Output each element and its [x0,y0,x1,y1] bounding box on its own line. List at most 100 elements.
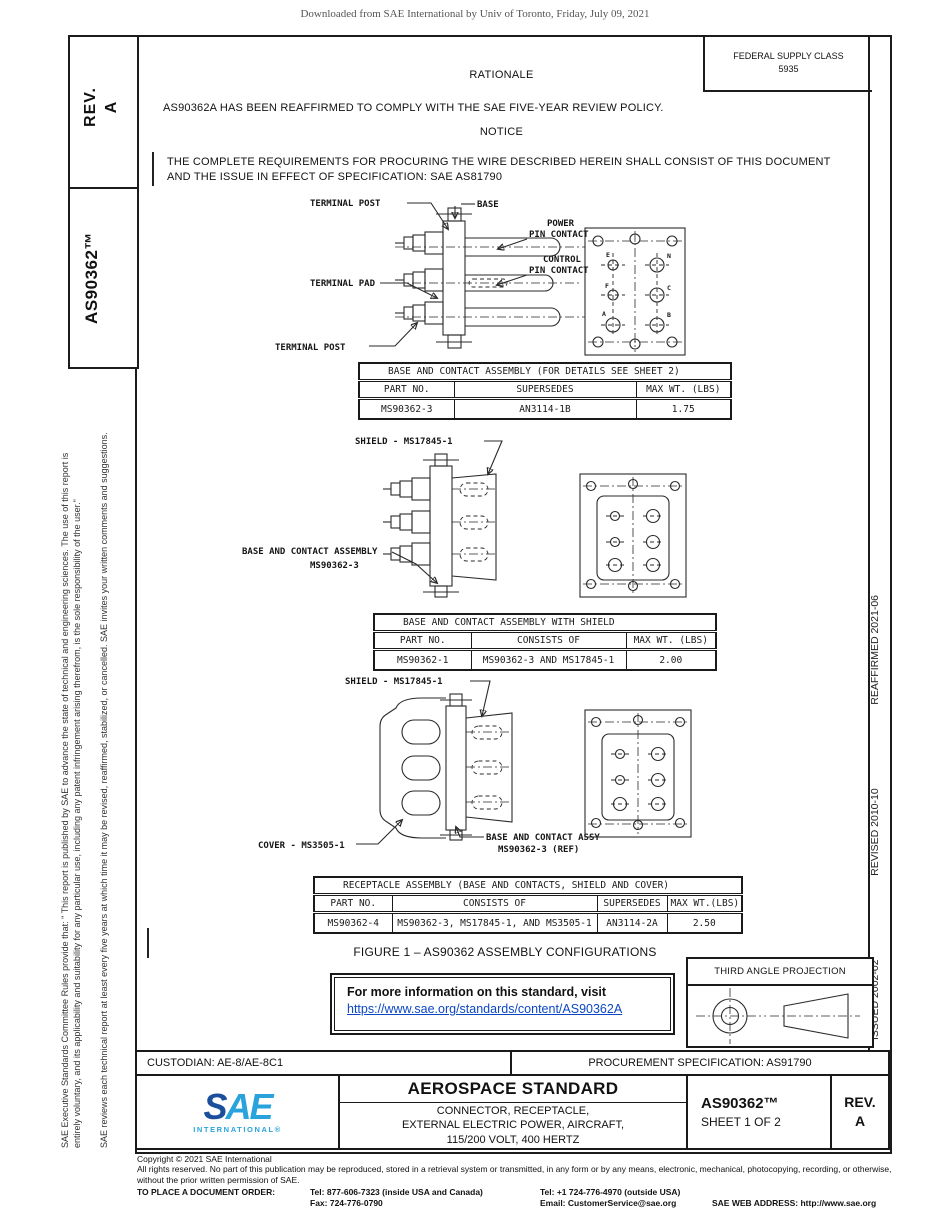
table-title: BASE AND CONTACT ASSEMBLY WITH SHIELD [373,613,717,633]
pin-label-b: B [667,311,671,319]
terminal-pad-label: TERMINAL PAD [310,279,376,289]
copyright-line: Copyright © 2021 SAE International [137,1154,272,1164]
tel-inside: Tel: 877-606-7323 (inside USA and Canada… [310,1187,483,1197]
cell-max-wt: 1.75 [635,398,732,420]
email-address: Email: CustomerService@sae.org [540,1198,677,1208]
power-pin-label-1: POWER [547,219,575,229]
web-address: SAE WEB ADDRESS: http://www.sae.org [712,1198,877,1208]
col-part-no: PART NO. [313,894,393,914]
rev-cell: REV. A [832,1076,888,1148]
sae-logo-ae: AE [225,1086,274,1127]
title-line-2: EXTERNAL ELECTRIC POWER, AIRCRAFT, [401,1119,625,1132]
pin-label-f: F [605,282,609,290]
sae-logo: SAE INTERNATIONAL® [137,1076,340,1148]
figure-view-with-shield: SHIELD - MS17845-1 BASE AND CONTACT ASSE… [242,437,687,598]
power-pin-label-2: PIN CONTACT [529,230,589,240]
pin-label-c: C [667,284,671,292]
notice-heading: NOTICE [479,126,524,138]
page-border [135,35,892,1154]
rev-value-text: A [103,100,120,114]
cell-max-wt: 2.50 [666,912,743,934]
pin-label-e: E [606,251,610,259]
more-info-box: For more information on this standard, v… [330,973,675,1035]
federal-supply-class-box: FEDERAL SUPPLY CLASS 5935 [703,35,872,92]
title-block: SAE INTERNATIONAL® AEROSPACE STANDARD CO… [135,1074,890,1150]
cover-label: COVER - MS3505-1 [258,841,345,851]
revised-date: REVISED 2010-10 [869,788,881,876]
right-column-divider [868,35,870,1050]
order-label: TO PLACE A DOCUMENT ORDER: [137,1187,276,1197]
rationale-body: AS90362A HAS BEEN REAFFIRMED TO COMPLY W… [163,102,664,114]
col-consists-of: CONSISTS OF [470,631,627,651]
col-part-no: PART NO. [373,631,472,651]
figure-view-receptacle: SHIELD - MS17845-1 COVER - MS3505-1 BASE… [258,677,692,855]
projection-symbol [696,988,860,1044]
rev-value: A [854,1113,866,1129]
more-info-text: For more information on this standard, v… [347,985,607,999]
figure-view-base-contact: TERMINAL POST BASE POWER PIN CONTACT CON… [275,199,686,356]
table-row: MS90362-1 MS90362-3 AND MS17845-1 2.00 [373,649,717,671]
terminal-post-cluster-mid [395,268,444,292]
figure-change-bar [147,928,149,958]
col-max-wt: MAX WT. (LBS) [625,631,717,651]
pin-label-n: N [667,252,671,260]
base-label: BASE [477,200,499,210]
fax-number: Fax: 724-776-0790 [310,1198,383,1208]
download-notice: Downloaded from SAE International by Uni… [300,8,650,20]
terminal-post-bottom-label: TERMINAL POST [275,343,346,353]
fsc-label: FEDERAL SUPPLY CLASS [733,50,844,61]
col-consists-of: CONSISTS OF [391,894,598,914]
table-row: MS90362-3 AN3114-1B 1.75 [358,398,732,420]
col-part-no: PART NO. [358,380,455,400]
assembly-with-shield-table: BASE AND CONTACT ASSEMBLY WITH SHIELD PA… [373,613,718,671]
notice-change-bar [152,152,154,186]
standard-link[interactable]: https://www.sae.org/standards/content/AS… [347,1002,623,1016]
projection-label: THIRD ANGLE PROJECTION [688,959,872,986]
cell-supersedes: AN3114-1B [453,398,637,420]
terminal-post-cluster-top [395,231,444,255]
disclaimer-line-2: entirely voluntary, and its applicabilit… [71,499,82,1148]
shield-label: SHIELD - MS17845-1 [355,437,453,447]
table-title: BASE AND CONTACT ASSEMBLY (FOR DETAILS S… [358,362,732,382]
doc-number-box [68,187,139,369]
custodian-cell: CUSTODIAN: AE-8/AE-8C1 [137,1052,512,1074]
base-contact-assembly-table: BASE AND CONTACT ASSEMBLY (FOR DETAILS S… [358,362,732,420]
control-pin-label-1: CONTROL [543,255,582,265]
sidebar-review-note: SAE reviews each technical report at lea… [99,432,109,1148]
cell-consists-of: MS90362-3, MS17845-1, AND MS3505-1 [391,912,598,934]
more-info-inner: For more information on this standard, v… [334,977,671,1031]
cell-supersedes: AN3114-2A [596,912,668,934]
title-line-1: CONNECTOR, RECEPTACLE, [436,1104,590,1117]
cell-max-wt: 2.00 [625,649,717,671]
base-contact-assy-label-2: MS90362-3 (REF) [498,845,579,855]
terminal-post-cluster-bottom [395,301,444,325]
col-max-wt: MAX WT. (LBS) [635,380,732,400]
table-row: MS90362-4 MS90362-3, MS17845-1, AND MS35… [313,912,743,934]
col-max-wt: MAX WT.(LBS) [666,894,743,914]
rev-label-text: REV. [82,87,99,127]
sae-logo-text: SAE [203,1089,273,1125]
cell-consists-of: MS90362-3 AND MS17845-1 [470,649,627,671]
sheet-number: SHEET 1 OF 2 [701,1115,781,1129]
rev-label: REV. A [80,62,124,152]
shield-label: SHIELD - MS17845-1 [345,677,443,687]
pin-label-a: A [602,310,606,318]
cell-part-no: MS90362-4 [313,912,393,934]
rationale-heading: RATIONALE [469,69,534,81]
figure-caption: FIGURE 1 – AS90362 ASSEMBLY CONFIGURATIO… [353,945,657,959]
terminal-post-cluster [383,477,431,566]
title-cell: AEROSPACE STANDARD CONNECTOR, RECEPTACLE… [340,1076,688,1148]
base-contact-assy-label-1: BASE AND CONTACT ASSY [486,833,600,843]
receptacle-assembly-table: RECEPTACLE ASSEMBLY (BASE AND CONTACTS, … [313,876,744,934]
document-title: CONNECTOR, RECEPTACLE, EXTERNAL ELECTRIC… [340,1103,686,1148]
reaffirmed-date: REAFFIRMED 2021-06 [869,595,881,705]
third-angle-projection-box: THIRD ANGLE PROJECTION [686,957,874,1048]
cell-part-no: MS90362-1 [373,649,472,671]
tel-outside: Tel: +1 724-776-4970 (outside USA) [540,1187,681,1197]
sae-logo-subtext: INTERNATIONAL® [193,1125,282,1134]
terminal-post-top-label: TERMINAL POST [310,199,381,209]
title-line-3: 115/200 VOLT, 400 HERTZ [446,1133,580,1146]
doc-number-cell: AS90362™ SHEET 1 OF 2 [688,1076,832,1148]
col-supersedes: SUPERSEDES [453,380,637,400]
